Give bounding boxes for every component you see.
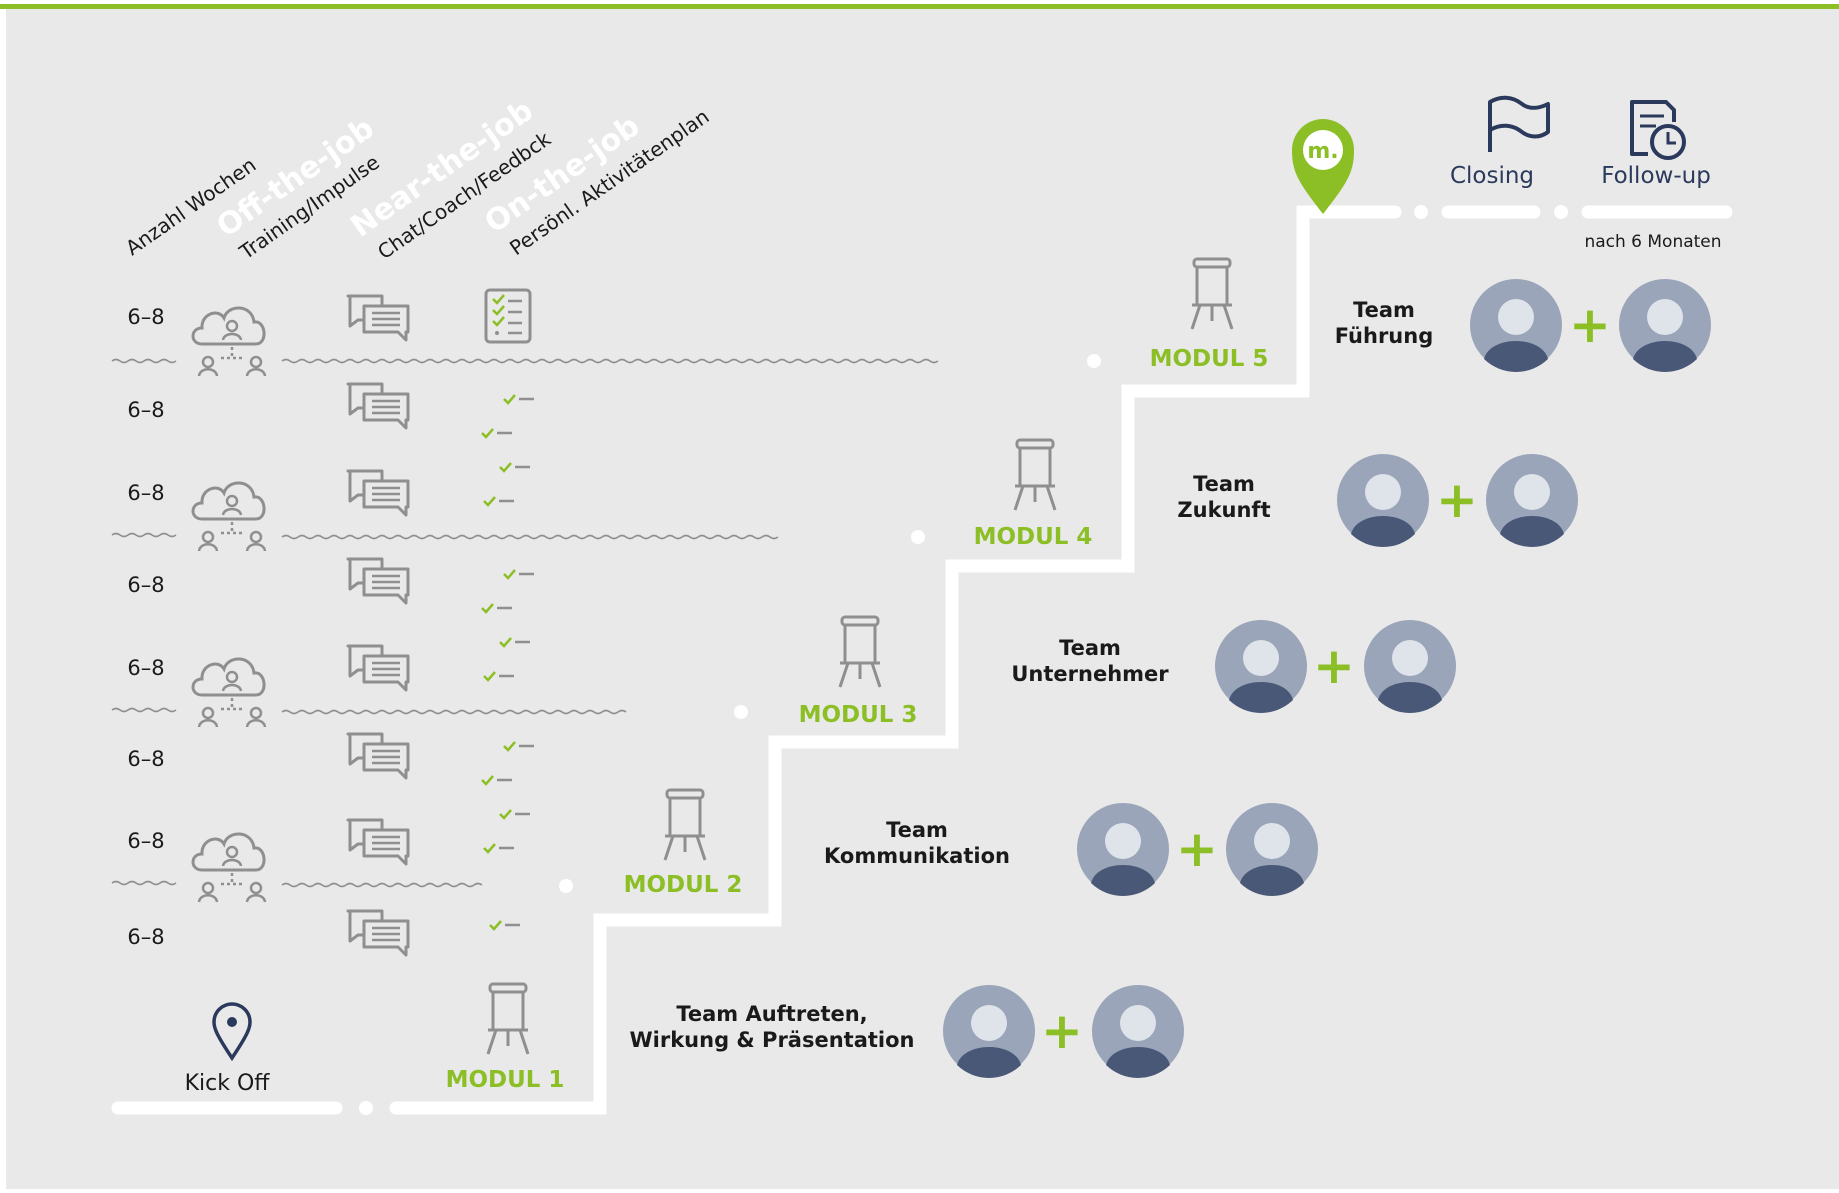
team-name-line1: Team bbox=[1353, 298, 1415, 322]
team-name-line2: Wirkung & Präsentation bbox=[630, 1028, 915, 1052]
wavy-line bbox=[111, 358, 177, 364]
path-dot bbox=[1414, 205, 1428, 219]
weeks-value: 6–8 bbox=[127, 481, 164, 505]
module-5: MODUL 5 bbox=[1150, 257, 1269, 372]
weeks-column: 6–8 6–8 6–8 6–8 6–8 6–8 6–8 6–8 bbox=[127, 305, 164, 949]
brand-pin: m. bbox=[1292, 119, 1354, 214]
kickoff-marker: Kick Off bbox=[185, 1002, 271, 1096]
separator-dot bbox=[911, 530, 925, 544]
plus-icon: + bbox=[1041, 1002, 1083, 1060]
wavy-line bbox=[281, 709, 627, 715]
weeks-value: 6–8 bbox=[127, 398, 164, 422]
brand-logo-text: m. bbox=[1307, 139, 1338, 164]
module-label: MODUL 5 bbox=[1150, 346, 1269, 372]
wavy-line bbox=[281, 882, 483, 888]
plus-icon: + bbox=[1436, 471, 1478, 529]
followup-label: Follow-up bbox=[1601, 163, 1711, 189]
wavy-line bbox=[281, 534, 779, 540]
team-name-line2: Zukunft bbox=[1177, 498, 1270, 522]
wavy-line bbox=[111, 880, 177, 886]
panel-background bbox=[6, 8, 1839, 1189]
path-dot bbox=[1554, 205, 1568, 219]
wavy-line bbox=[111, 707, 177, 713]
top-green-rule bbox=[0, 4, 1839, 9]
followup-note: nach 6 Monaten bbox=[1584, 232, 1721, 252]
location-pin-icon bbox=[212, 1002, 252, 1062]
team-name-line2: Kommunikation bbox=[824, 844, 1010, 868]
team-name-line1: Team bbox=[1193, 472, 1255, 496]
team-name-line1: Team bbox=[886, 818, 948, 842]
weeks-value: 6–8 bbox=[127, 829, 164, 853]
closing-label: Closing bbox=[1450, 163, 1534, 189]
separator-dot bbox=[559, 879, 573, 893]
module-2: MODUL 2 bbox=[624, 788, 743, 898]
module-label: MODUL 4 bbox=[974, 524, 1093, 550]
module-label: MODUL 1 bbox=[446, 1067, 565, 1093]
team-name-line2: Führung bbox=[1335, 324, 1434, 348]
location-pin-dot bbox=[227, 1017, 237, 1027]
plus-icon: + bbox=[1569, 296, 1611, 354]
separator-dots bbox=[559, 354, 1101, 893]
team-row: Team Führung + bbox=[1335, 279, 1711, 372]
separator-dot bbox=[1087, 354, 1101, 368]
wavy-separators bbox=[111, 358, 939, 888]
module-3: MODUL 3 bbox=[799, 615, 918, 728]
module-4: MODUL 4 bbox=[974, 438, 1093, 550]
team-name-line2: Unternehmer bbox=[1011, 662, 1169, 686]
weeks-value: 6–8 bbox=[127, 305, 164, 329]
wavy-line bbox=[111, 532, 177, 538]
module-label: MODUL 3 bbox=[799, 702, 918, 728]
team-row: Team Unternehmer + bbox=[1011, 620, 1456, 713]
wavy-line bbox=[281, 358, 939, 364]
calendar-clock-icon bbox=[1630, 100, 1676, 156]
team-name-line1: Team bbox=[1059, 636, 1121, 660]
staircase-path bbox=[111, 205, 1733, 1115]
weeks-value: 6–8 bbox=[127, 656, 164, 680]
team-row: Team Kommunikation + bbox=[824, 803, 1318, 896]
weeks-value: 6–8 bbox=[127, 573, 164, 597]
team-row: Team Auftreten, Wirkung & Präsentation + bbox=[630, 985, 1184, 1078]
weeks-value: 6–8 bbox=[127, 925, 164, 949]
kickoff-label: Kick Off bbox=[185, 1071, 271, 1096]
brand-pin-inner bbox=[1303, 130, 1343, 170]
path-stairs bbox=[389, 205, 1402, 1115]
module-1: MODUL 1 bbox=[446, 982, 565, 1093]
team-row: Team Zukunft + bbox=[1177, 454, 1578, 547]
path-dot bbox=[359, 1101, 373, 1115]
closing-marker: Closing bbox=[1450, 95, 1550, 189]
followup-marker: Follow-up nach 6 Monaten bbox=[1584, 100, 1722, 252]
weeks-value: 6–8 bbox=[127, 747, 164, 771]
separator-dot bbox=[734, 705, 748, 719]
team-name-line1: Team Auftreten, bbox=[676, 1002, 867, 1026]
plus-icon: + bbox=[1176, 820, 1218, 878]
module-label: MODUL 2 bbox=[624, 872, 743, 898]
flag-icon bbox=[1488, 95, 1550, 152]
plus-icon: + bbox=[1313, 637, 1355, 695]
